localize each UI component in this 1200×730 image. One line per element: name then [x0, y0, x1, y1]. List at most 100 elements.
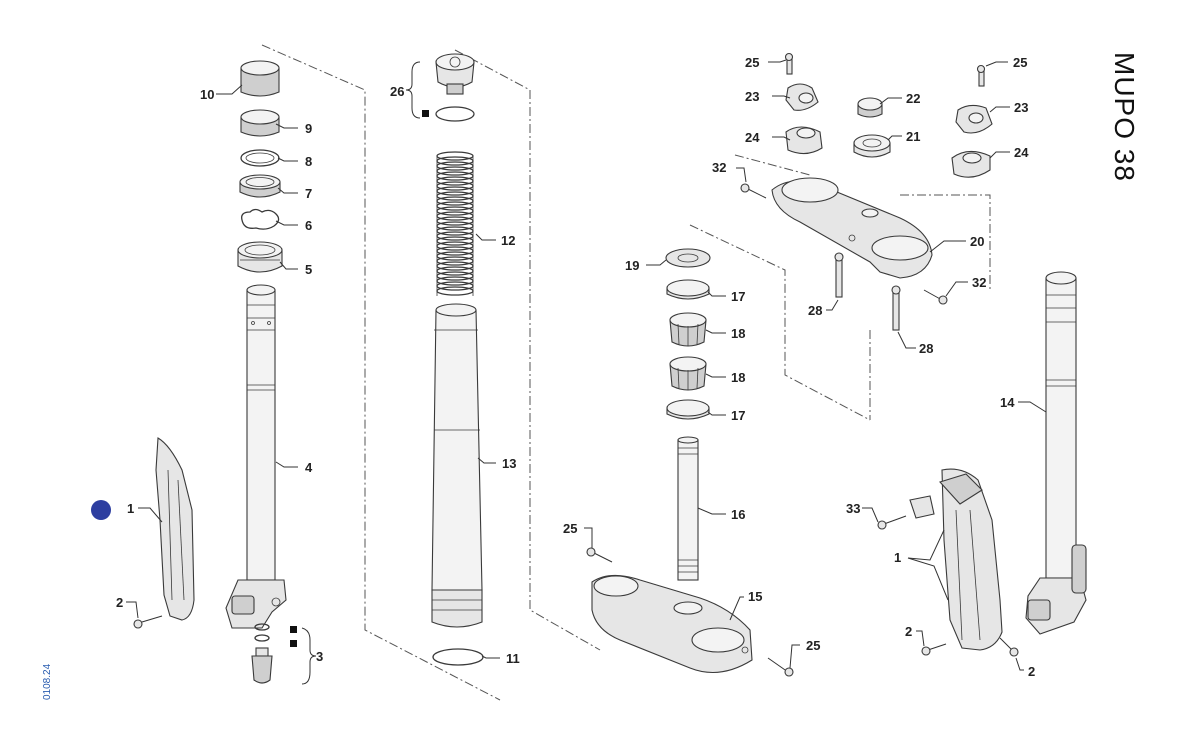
callout-28-right: 28 [919, 341, 933, 356]
callout-8: 8 [305, 154, 312, 169]
callout-1-left: 1 [127, 501, 134, 516]
steering-stem-assembly [586, 248, 794, 677]
square-marker [290, 640, 297, 647]
screw-2-right-b [999, 637, 1019, 657]
washer-19 [665, 248, 711, 268]
bolt-25-top-left [784, 52, 794, 75]
callout-20: 20 [970, 234, 984, 249]
washer-8 [240, 149, 280, 167]
screw-25-lower-left [586, 547, 613, 563]
clip-6 [241, 208, 280, 230]
spring-outline [436, 156, 474, 296]
clip-33 [877, 495, 935, 530]
bushing-9 [240, 109, 280, 137]
callout-22: 22 [906, 91, 920, 106]
highlight-marker[interactable] [91, 500, 111, 520]
callout-3: 3 [316, 649, 323, 664]
handlebar-clamp-23-left [785, 83, 819, 111]
lower-triple-clamp-15 [591, 574, 753, 673]
callout-9: 9 [305, 121, 312, 136]
top-cap-26 [435, 53, 475, 95]
callout-1-right: 1 [894, 550, 901, 565]
callout-6: 6 [305, 218, 312, 233]
fork-guard-1 [155, 437, 195, 621]
callout-4: 4 [305, 460, 313, 475]
circlip-11 [432, 648, 484, 666]
spring-12 [436, 151, 474, 296]
bearing-18-top [669, 312, 707, 347]
bolt-28-right [891, 285, 901, 331]
callout-7: 7 [305, 186, 312, 201]
callout-labels: 10 9 8 7 6 5 4 1 2 3 26 12 13 11 19 17 1… [116, 55, 1035, 679]
fork-guard-1-mounted [939, 468, 1003, 651]
bolt-28-left [834, 252, 844, 298]
screw-2 [133, 615, 163, 629]
stem-16 [677, 436, 699, 581]
bearing-race-17-top [666, 279, 710, 300]
bearing-race-17-bottom [666, 399, 710, 420]
upper-triple-clamp-20 [771, 177, 933, 279]
center-cartridge-assembly [422, 53, 484, 666]
square-marker [422, 110, 429, 117]
handlebar-clamp-23-right [955, 104, 993, 134]
upper-triple-clamp-assembly [740, 52, 993, 331]
callout-5: 5 [305, 262, 312, 277]
screw-25-lower-right [767, 657, 794, 677]
callout-32-left: 32 [712, 160, 726, 175]
dust-seal-5 [237, 241, 283, 273]
callout-15: 15 [748, 589, 762, 604]
cap-22 [857, 97, 883, 118]
right-fork-assembly [877, 271, 1087, 657]
square-marker [290, 626, 297, 633]
seal-7 [239, 174, 281, 198]
o-ring-26 [435, 106, 475, 122]
callout-24-right: 24 [1014, 145, 1029, 160]
callout-18-bottom: 18 [731, 370, 745, 385]
callout-12: 12 [501, 233, 515, 248]
bolt-25-top-right [976, 64, 986, 87]
handlebar-mount-24-right [951, 150, 991, 178]
tube-13 [431, 303, 483, 628]
callout-18-top: 18 [731, 326, 745, 341]
callout-25-lower-right: 25 [806, 638, 820, 653]
diagram-title: MUPO 38 [1109, 52, 1140, 182]
nut-21 [853, 134, 891, 158]
callout-21: 21 [906, 129, 920, 144]
bottom-valve-3 [251, 623, 297, 684]
callout-32-right: 32 [972, 275, 986, 290]
left-fork-assembly [133, 60, 297, 684]
screw-32-left [740, 183, 767, 199]
assembly-guide-lines [261, 44, 991, 701]
callout-17-bottom: 17 [731, 408, 745, 423]
callout-19: 19 [625, 258, 639, 273]
callout-25-top-left: 25 [745, 55, 759, 70]
callout-2-right-a: 2 [905, 624, 912, 639]
callout-2-left: 2 [116, 595, 123, 610]
fork-tube-14 [1025, 271, 1087, 635]
callout-13: 13 [502, 456, 516, 471]
callout-33: 33 [846, 501, 860, 516]
callout-11: 11 [506, 651, 520, 666]
callout-24-left: 24 [745, 130, 760, 145]
leader-lines [126, 59, 1047, 685]
spring-coil [436, 286, 474, 296]
bearing-18-bottom [669, 356, 707, 391]
screw-32-right [923, 289, 948, 305]
callout-10: 10 [200, 87, 214, 102]
callout-25-lower-left: 25 [563, 521, 577, 536]
callout-16: 16 [731, 507, 745, 522]
handlebar-mount-24-left [785, 126, 823, 155]
callout-23-right: 23 [1014, 100, 1028, 115]
callout-14: 14 [1000, 395, 1015, 410]
screw-2-right-a [921, 643, 947, 656]
callout-26: 26 [390, 84, 404, 99]
callout-25-top-right: 25 [1013, 55, 1027, 70]
fork-tube-4 [225, 284, 287, 629]
callout-28-left: 28 [808, 303, 822, 318]
callout-2-right-b: 2 [1028, 664, 1035, 679]
callout-17-top: 17 [731, 289, 745, 304]
callout-23-left: 23 [745, 89, 759, 104]
bushing-10 [240, 60, 280, 97]
